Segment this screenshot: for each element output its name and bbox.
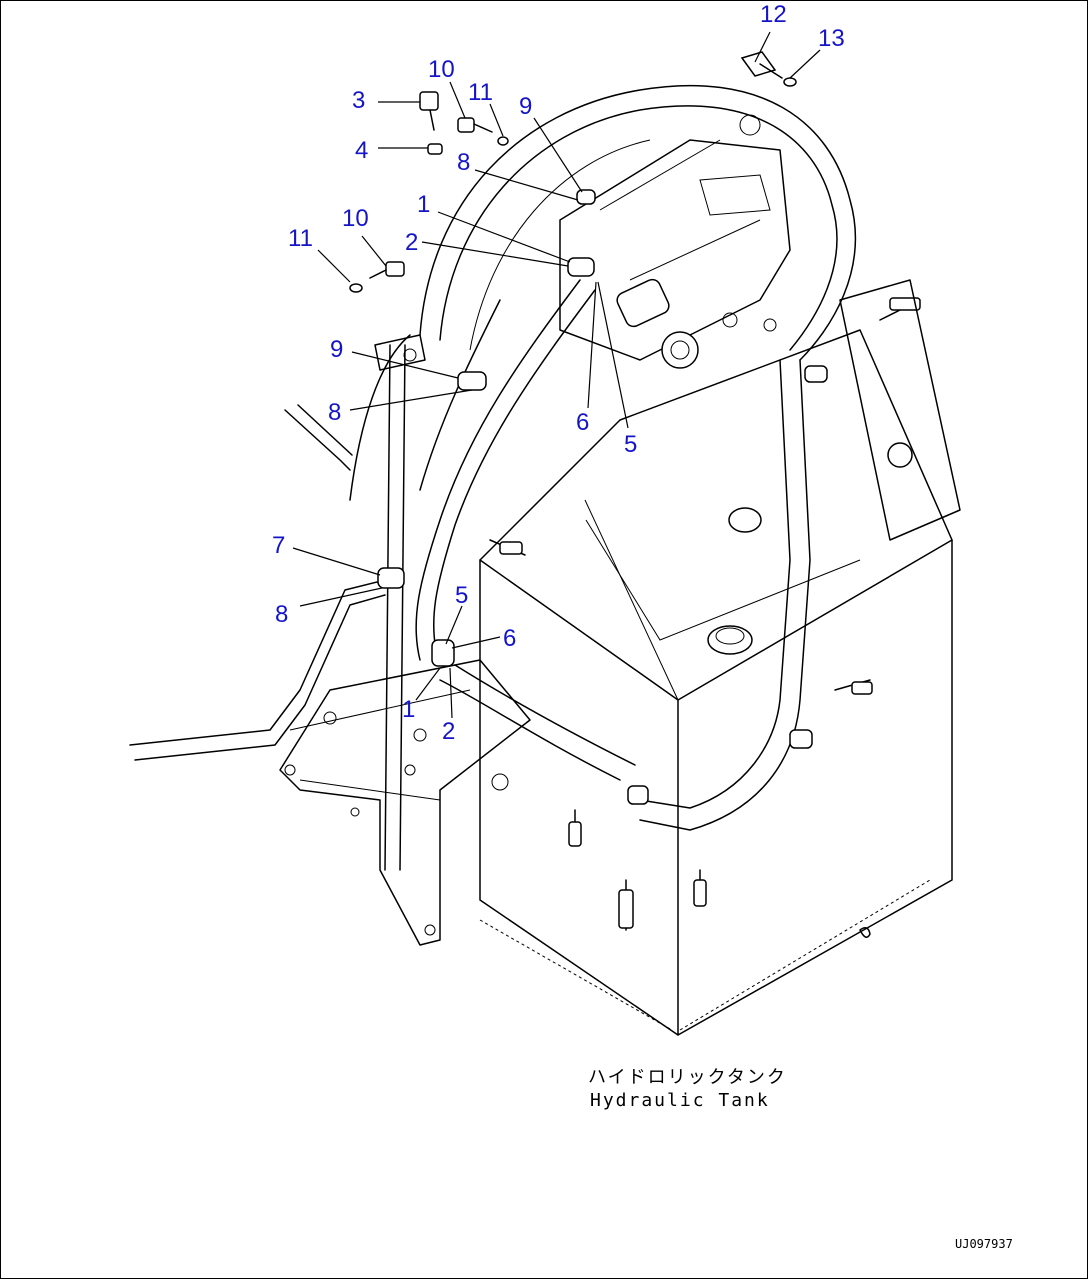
callout-leaders [292, 31, 821, 719]
callout-2: 2 [442, 718, 455, 745]
base-plate [279, 659, 531, 946]
callout-12: 12 [760, 1, 787, 28]
callout-4: 4 [355, 137, 368, 164]
callout-10: 10 [428, 56, 455, 83]
callout-9: 9 [330, 336, 343, 363]
drawing-code: UJ097937 [955, 1237, 1013, 1251]
callout-2: 2 [405, 229, 418, 256]
callout-8: 8 [328, 399, 341, 426]
control-valve [559, 114, 791, 369]
callout-8: 8 [457, 149, 470, 176]
callout-6: 6 [503, 625, 516, 652]
callout-5: 5 [455, 582, 468, 609]
callout-7: 7 [272, 532, 285, 559]
callout-numbers: 12 13 10 11 3 9 4 8 1 2 10 11 9 8 6 5 7 … [272, 1, 845, 745]
caption-english: Hydraulic Tank [590, 1090, 770, 1111]
callout-3: 3 [352, 87, 365, 114]
callout-1: 1 [417, 191, 430, 218]
callout-13: 13 [818, 25, 845, 52]
callout-11: 11 [288, 225, 313, 252]
clamps-and-fasteners [284, 51, 961, 931]
hydraulic-hoses [129, 84, 857, 871]
callout-10: 10 [342, 205, 369, 232]
callout-8: 8 [275, 601, 288, 628]
caption-japanese: ハイドロリックタンク [588, 1067, 787, 1088]
callout-9: 9 [519, 93, 532, 120]
callout-11: 11 [468, 79, 493, 106]
callout-5: 5 [624, 431, 637, 458]
callout-1: 1 [402, 696, 415, 723]
callout-6: 6 [576, 409, 589, 436]
hydraulic-tank [479, 329, 953, 1036]
